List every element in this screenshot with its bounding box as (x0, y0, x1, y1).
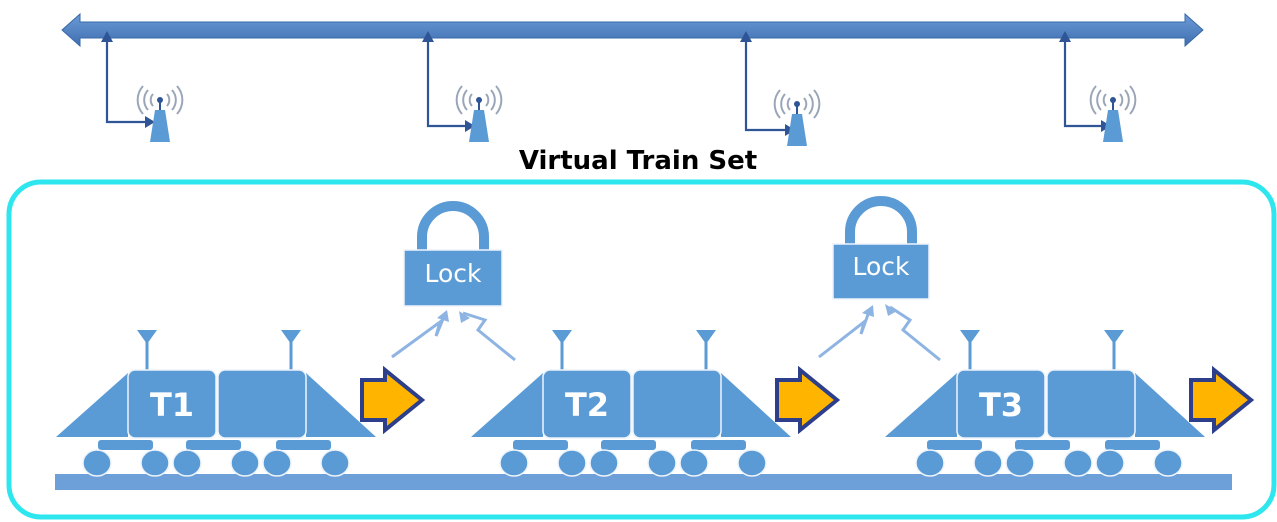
connector-3 (744, 38, 788, 132)
network-backbone-arrow (61, 12, 1204, 48)
virtual-train-set-frame (6, 179, 1277, 520)
train-label: T3 (979, 386, 1023, 424)
lock-request-arrows (391, 305, 941, 362)
rail-track (55, 474, 1232, 490)
train-1: T1 (56, 330, 376, 477)
connector-1 (105, 38, 148, 124)
diagram-title: Virtual Train Set (519, 146, 757, 176)
train-2: T2 (471, 330, 791, 477)
lock-2: Lock (832, 196, 930, 300)
connector-2 (426, 38, 468, 128)
padlock-icon (417, 201, 489, 253)
right-arrow-icon (775, 365, 841, 435)
connector-4 (1063, 38, 1104, 128)
antenna-tower-icon (136, 85, 184, 143)
antenna-tower-icon (455, 85, 503, 143)
lock-1: Lock (403, 201, 503, 307)
right-arrow-icon (1189, 365, 1255, 435)
train-3: T3 (885, 330, 1205, 477)
train-label: T2 (565, 386, 609, 424)
lock-request-arrowheads (437, 304, 897, 323)
lock-label: Lock (424, 259, 482, 288)
base-station-connectors (105, 38, 1104, 132)
padlock-icon (845, 196, 917, 246)
connector-arrowheads (101, 31, 1111, 136)
lock-label: Lock (852, 252, 910, 281)
antenna-tower-icon (1089, 85, 1137, 143)
right-arrow-icon (360, 365, 426, 435)
antenna-tower-icon (773, 89, 821, 147)
train-label: T1 (150, 386, 194, 424)
